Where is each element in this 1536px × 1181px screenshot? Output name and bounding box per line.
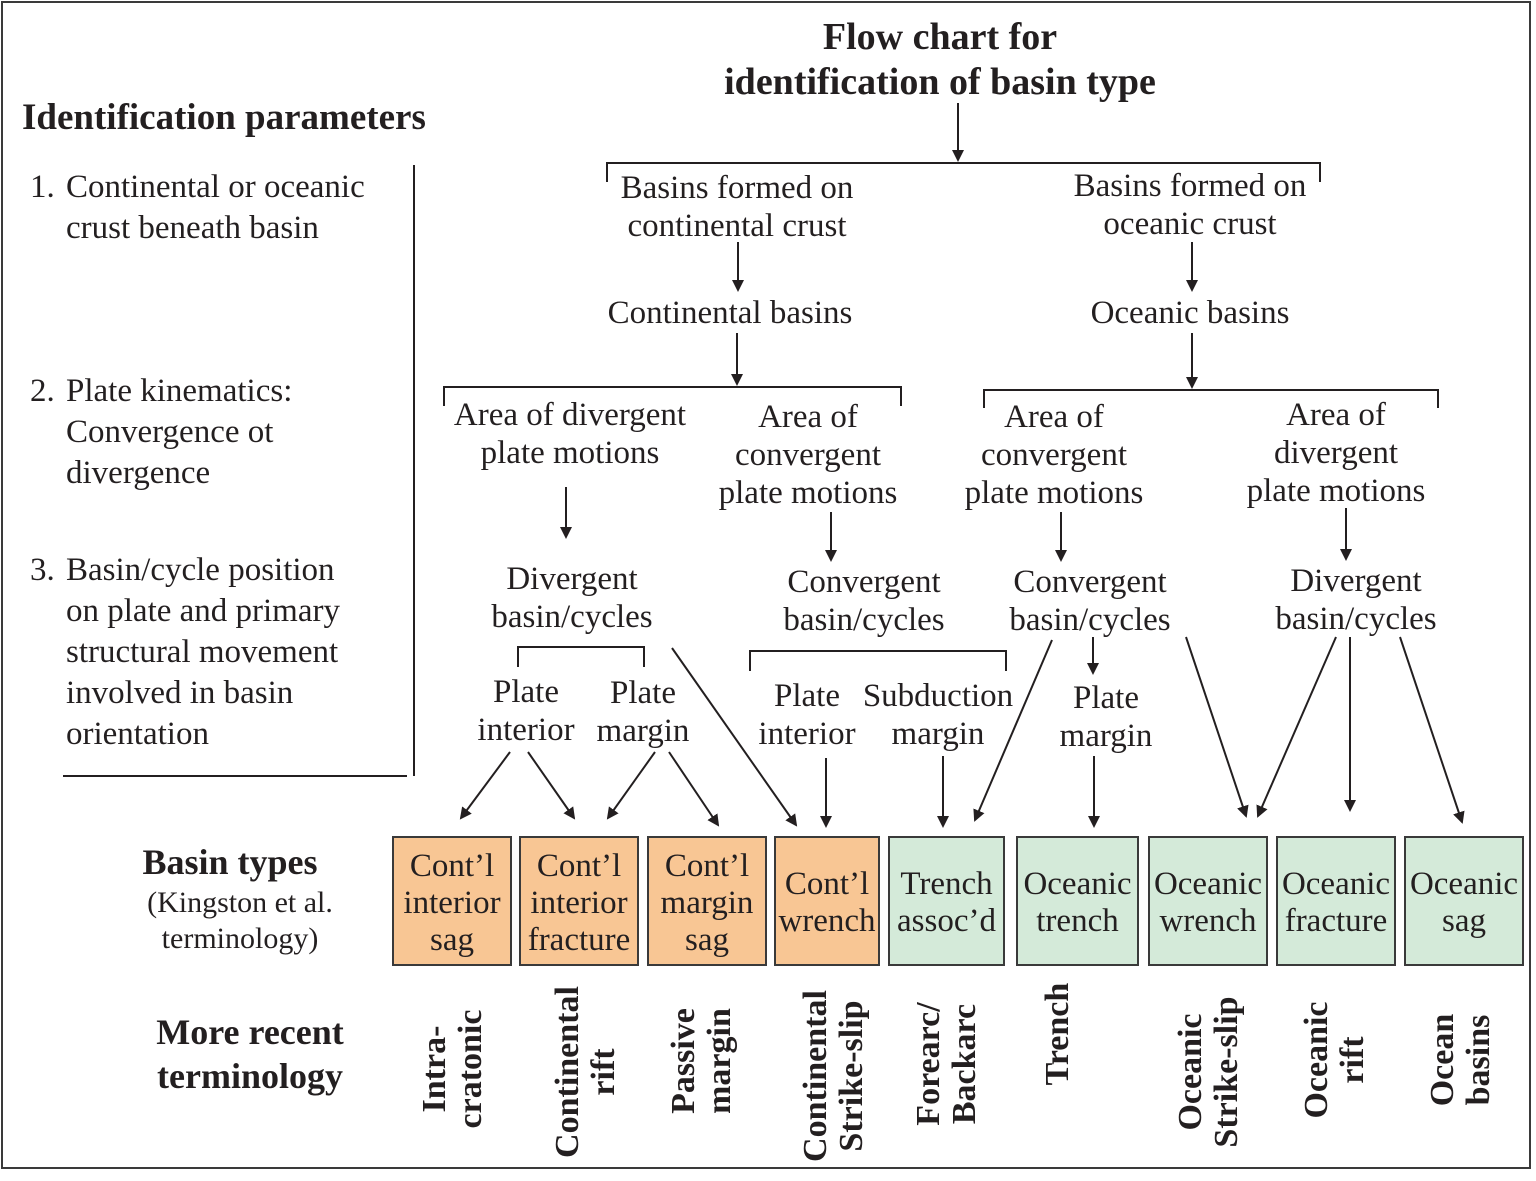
basin-box-oceanic-fracture: Oceanic fracture <box>1276 836 1396 966</box>
basin-box-contl-margin-sag: Cont’l margin sag <box>647 836 767 966</box>
title-line-1: Flow chart for <box>822 16 1058 58</box>
arrow-interior-to-sag <box>459 751 511 820</box>
arrow-ocean-conv-to-trench-assoc <box>973 639 1053 822</box>
parameter-line: crust beneath basin <box>66 210 319 246</box>
node-oceanic-basins: Oceanic basins <box>1090 295 1290 331</box>
node-ocean-divergent-area: Area of divergent plate motions <box>1246 397 1426 509</box>
parameters-heading: Identification parameters <box>22 97 426 138</box>
node-oceanic-crust: Basins formed on oceanic crust <box>1073 168 1307 242</box>
parameter-line: Convergence ot <box>66 414 274 450</box>
basin-box-label: Oceanic wrench <box>1153 866 1263 939</box>
bracket-divergent-positions <box>517 646 645 667</box>
term-ocean-basins: Ocean basins <box>1424 1013 1497 1107</box>
parameter-line: Plate kinematics: <box>66 373 293 409</box>
term-continental-rift: Continental rift <box>549 986 622 1158</box>
basin-box-oceanic-wrench: Oceanic wrench <box>1148 836 1268 966</box>
parameter-line: Basin/cycle position <box>66 552 335 588</box>
term-passive-margin: Passive margin <box>665 1008 738 1114</box>
parameter-line: Continental or oceanic <box>66 169 365 205</box>
bracket-crust <box>606 162 1321 182</box>
chart-title: Flow chart for identification of basin t… <box>640 15 1240 105</box>
basin-box-label: Oceanic fracture <box>1281 866 1391 939</box>
term-oceanic-rift: Oceanic rift <box>1298 1001 1371 1119</box>
parameter-number: 1. <box>30 169 55 205</box>
arrow-ocean-div-to-wrench <box>1256 636 1337 818</box>
node-cont-divergent-cycles: Divergent basin/cycles <box>491 561 653 635</box>
parameter-line: divergence <box>66 455 211 491</box>
node-ocean-divergent-cycles: Divergent basin/cycles <box>1275 563 1437 637</box>
basin-box-label: Cont’l margin sag <box>660 847 754 958</box>
node-div-plate-interior: Plate interior <box>477 674 575 748</box>
title-line-2: identification of basin type <box>724 61 1156 103</box>
basin-box-label: Oceanic sag <box>1409 866 1519 939</box>
arrow-margin-to-margin-sag <box>668 751 720 827</box>
node-div-plate-margin: Plate margin <box>596 675 690 749</box>
node-subduction-margin: Subduction margin <box>862 678 1014 752</box>
bracket-convergent-positions <box>749 650 1007 671</box>
basin-box-oceanic-trench: Oceanic trench <box>1016 836 1139 966</box>
node-conv-plate-interior: Plate interior <box>758 678 856 752</box>
recent-terminology-heading: More recent terminology <box>156 1012 344 1096</box>
node-continental-basins: Continental basins <box>607 295 853 331</box>
parameter-line: structural movement <box>66 634 339 670</box>
term-trench: Trench <box>1039 982 1076 1086</box>
bracket-oceanic-areas <box>983 389 1439 408</box>
parameter-line: involved in basin <box>66 675 294 711</box>
basin-box-label: Trench assoc’d <box>897 866 996 939</box>
arrow-ocean-conv-to-wrench <box>1185 636 1249 818</box>
basin-box-contl-wrench: Cont’l wrench <box>774 836 880 966</box>
basin-box-trench-assocd: Trench assoc’d <box>888 836 1005 966</box>
node-cont-convergent-area: Area of convergent plate motions <box>718 399 898 511</box>
arrow-ocean-div-to-sag <box>1399 636 1465 824</box>
parameter-line: on plate and primary <box>66 593 340 629</box>
node-ocean-plate-margin: Plate margin <box>1059 680 1153 754</box>
basin-box-label: Cont’l interior fracture <box>527 847 631 958</box>
basin-box-contl-interior-sag: Cont’l interior sag <box>392 836 512 966</box>
node-ocean-convergent-cycles: Convergent basin/cycles <box>1009 564 1171 638</box>
basin-types-subheading: (Kingston et al. terminology) <box>147 886 333 955</box>
arrow-divergent-to-wrench <box>671 647 798 827</box>
node-ocean-convergent-area: Area of convergent plate motions <box>964 399 1144 511</box>
basin-box-oceanic-sag: Oceanic sag <box>1404 836 1524 966</box>
term-forearc-backarc: Forearc/ Backarc <box>910 1002 983 1126</box>
basin-box-label: Cont’l interior sag <box>403 847 501 958</box>
basin-box-label: Oceanic trench <box>1023 866 1132 939</box>
node-cont-convergent-cycles: Convergent basin/cycles <box>783 564 945 638</box>
node-continental-crust: Basins formed on continental crust <box>620 170 854 244</box>
bracket-continental-areas <box>443 386 902 406</box>
basin-types-heading: Basin types <box>142 842 318 882</box>
term-continental-strike-slip: Continental Strike-slip <box>797 990 870 1162</box>
node-cont-divergent-area: Area of divergent plate motions <box>453 397 687 471</box>
arrow-interior-to-fracture <box>527 751 576 820</box>
parameter-line: orientation <box>66 716 209 752</box>
parameter-number: 3. <box>30 552 55 588</box>
term-oceanic-strike-slip: Oceanic Strike-slip <box>1172 996 1245 1148</box>
parameter-number: 2. <box>30 373 55 409</box>
term-intracratonic: Intra- cratonic <box>416 1009 489 1129</box>
arrow-margin-to-fracture <box>606 751 656 820</box>
basin-box-label: Cont’l wrench <box>778 866 876 939</box>
basin-box-contl-interior-fracture: Cont’l interior fracture <box>519 836 639 966</box>
